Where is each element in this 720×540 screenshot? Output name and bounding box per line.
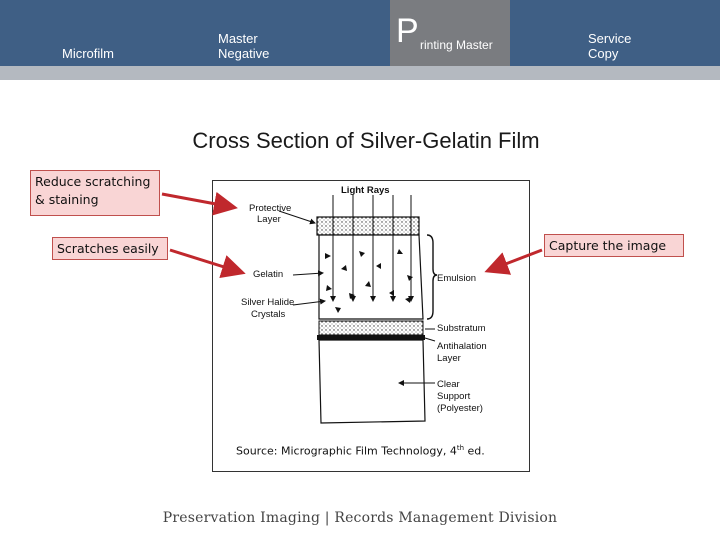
tab-label-rest: rinting Master xyxy=(420,38,493,52)
label-antihalation: Antihalation xyxy=(437,341,487,352)
pointer-antihalation xyxy=(424,337,436,342)
label-emulsion: Emulsion xyxy=(437,273,476,284)
crystal xyxy=(365,281,371,287)
label-protective-layer: Layer xyxy=(257,214,281,225)
label-antihalation-layer: Layer xyxy=(437,353,461,364)
film-cross-section-diagram: Light Rays Protective Layer Gelatin Silv… xyxy=(241,185,487,424)
callout-scratches-easily: Scratches easily xyxy=(52,237,168,260)
label-gelatin: Gelatin xyxy=(253,269,283,280)
tab-label-initial: P xyxy=(396,12,419,50)
crystal xyxy=(407,275,413,281)
emulsion-bracket xyxy=(426,234,438,320)
crystal xyxy=(376,263,381,269)
tab-label: Master Negative xyxy=(218,31,270,61)
tab-label: Microfilm xyxy=(62,46,114,61)
source-sup: th xyxy=(456,444,465,452)
crystal xyxy=(405,297,411,303)
crystal xyxy=(359,251,365,257)
label-silver-halide: Silver Halide xyxy=(241,297,294,308)
film-cross-section-figure: Light Rays Protective Layer Gelatin Silv… xyxy=(212,180,530,472)
substratum-layer-shape xyxy=(318,320,424,336)
pointer-gelatin xyxy=(292,270,324,277)
protective-layer-shape xyxy=(316,216,420,236)
label-protective: Protective xyxy=(249,203,291,214)
label-support: Support xyxy=(437,391,471,402)
pointer-silver xyxy=(292,298,326,306)
label-substratum: Substratum xyxy=(437,323,486,334)
crystal xyxy=(326,285,332,291)
crystal xyxy=(397,249,403,254)
antihalation-layer-shape xyxy=(317,335,425,340)
light-rays xyxy=(330,195,414,302)
silver-halide-crystals xyxy=(325,249,413,313)
emulsion-layer-shape xyxy=(318,234,424,320)
header-bar xyxy=(0,0,720,68)
callout-capture-image: Capture the image xyxy=(544,234,684,257)
page-title: Cross Section of Silver-Gelatin Film xyxy=(192,128,540,153)
crystal xyxy=(389,290,394,296)
source-end: ed. xyxy=(464,444,485,458)
pointer-protective xyxy=(278,210,316,225)
support-layer-shape xyxy=(318,339,426,424)
label-polyester: (Polyester) xyxy=(437,403,483,414)
crystal xyxy=(335,307,341,313)
tab-printing-master[interactable]: P rinting Master xyxy=(390,0,510,66)
header-strip xyxy=(0,66,720,80)
label-crystals: Crystals xyxy=(251,309,286,320)
source-text: Source: Micrographic Film Technology, 4 xyxy=(236,444,457,458)
tab-label: Service Copy xyxy=(588,31,632,61)
crystal xyxy=(349,293,355,299)
crystal xyxy=(325,253,331,259)
footer-division: Preservation Imaging | Records Managemen… xyxy=(162,510,558,526)
label-clear: Clear xyxy=(437,379,460,390)
label-light-rays: Light Rays xyxy=(341,185,390,196)
source-citation: Source: Micrographic Film Technology, 4t… xyxy=(236,444,485,458)
callout-reduce-scratching: Reduce scratching & staining xyxy=(30,170,160,216)
crystal xyxy=(341,265,347,271)
